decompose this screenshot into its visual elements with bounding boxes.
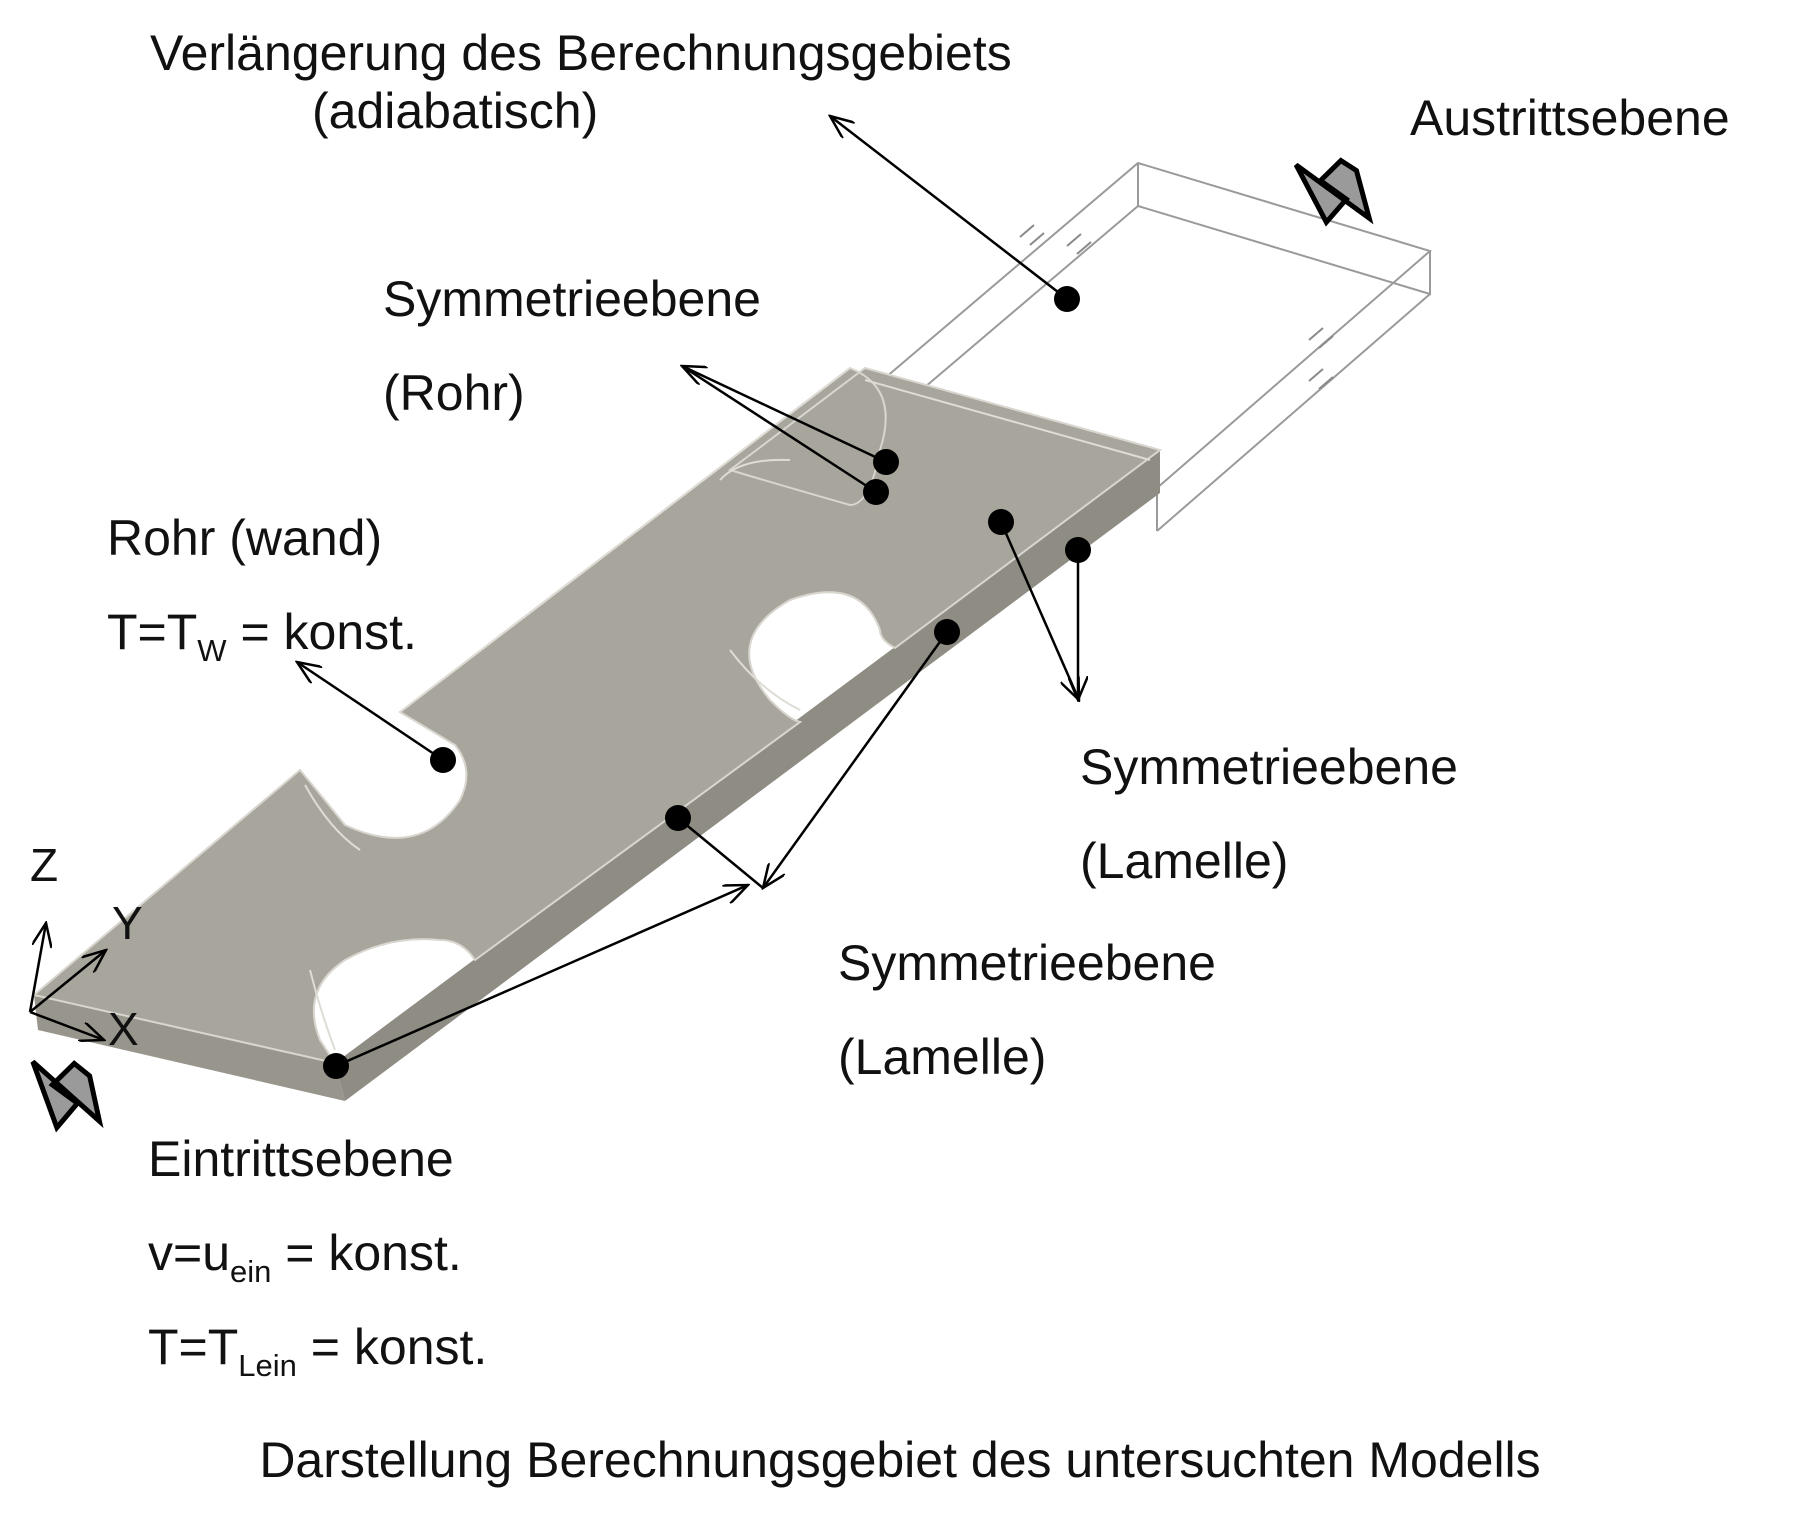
marker-dot-sym-fin-d [665,805,691,831]
axis-label-y: Y [112,897,143,949]
label-sym-fin-lower: Symmetrieebene (Lamelle) [838,916,1216,1104]
marker-dot-sym-fin-b [1065,537,1091,563]
label-inlet: Eintrittsebene v=uein = konst. T=TLein =… [148,1112,487,1394]
label-sym-fin-right-line2: (Lamelle) [1080,833,1289,889]
coordinate-axes [28,923,106,1040]
marker-dot-sym-tube-a [873,449,899,475]
marker-dots [323,286,1091,1079]
marker-dot-sym-tube-b [863,479,889,505]
marker-dot-tube-wall [430,747,456,773]
label-extension-line1: Verlängerung des Berechnungsgebiets [150,25,1012,81]
label-extension: Verlängerung des Berechnungsgebiets (adi… [150,25,1012,140]
marker-dot-sym-fin-c [934,619,960,645]
label-tube-wall-line1: Rohr (wand) [107,510,383,566]
marker-dot-extension [1054,286,1080,312]
figure-caption: Darstellung Berechnungsgebiet des unters… [259,1432,1541,1488]
marker-dot-sym-fin-a [988,509,1014,535]
label-sym-fin-lower-line2: (Lamelle) [838,1029,1047,1085]
marker-dot-inlet [323,1053,349,1079]
label-sym-tube-line2: (Rohr) [383,365,525,421]
label-inlet-velocity: v=uein = konst. [148,1225,462,1289]
inlet-arrow [30,1059,104,1133]
domain-slab [31,366,1163,1101]
label-inlet-temp: T=TLein = konst. [148,1319,488,1383]
label-sym-fin-right: Symmetrieebene (Lamelle) [1080,720,1458,908]
label-outlet: Austrittsebene [1410,90,1730,146]
axis-label-z: Z [30,839,59,891]
label-sym-fin-right-line1: Symmetrieebene [1080,739,1458,795]
outlet-arrow [1293,157,1374,227]
label-sym-tube-line1: Symmetrieebene [383,271,761,327]
label-tube-wall: Rohr (wand) T=TW = konst. [107,491,417,679]
label-sym-tube: Symmetrieebene (Rohr) [383,252,761,440]
leader-lines [297,116,1079,1068]
label-tube-wall-temp: T=TW = konst. [107,604,417,668]
axis-label-x: X [108,1003,139,1055]
label-inlet-line1: Eintrittsebene [148,1131,454,1187]
label-extension-line2: (adiabatisch) [312,82,599,139]
label-sym-fin-lower-line1: Symmetrieebene [838,935,1216,991]
